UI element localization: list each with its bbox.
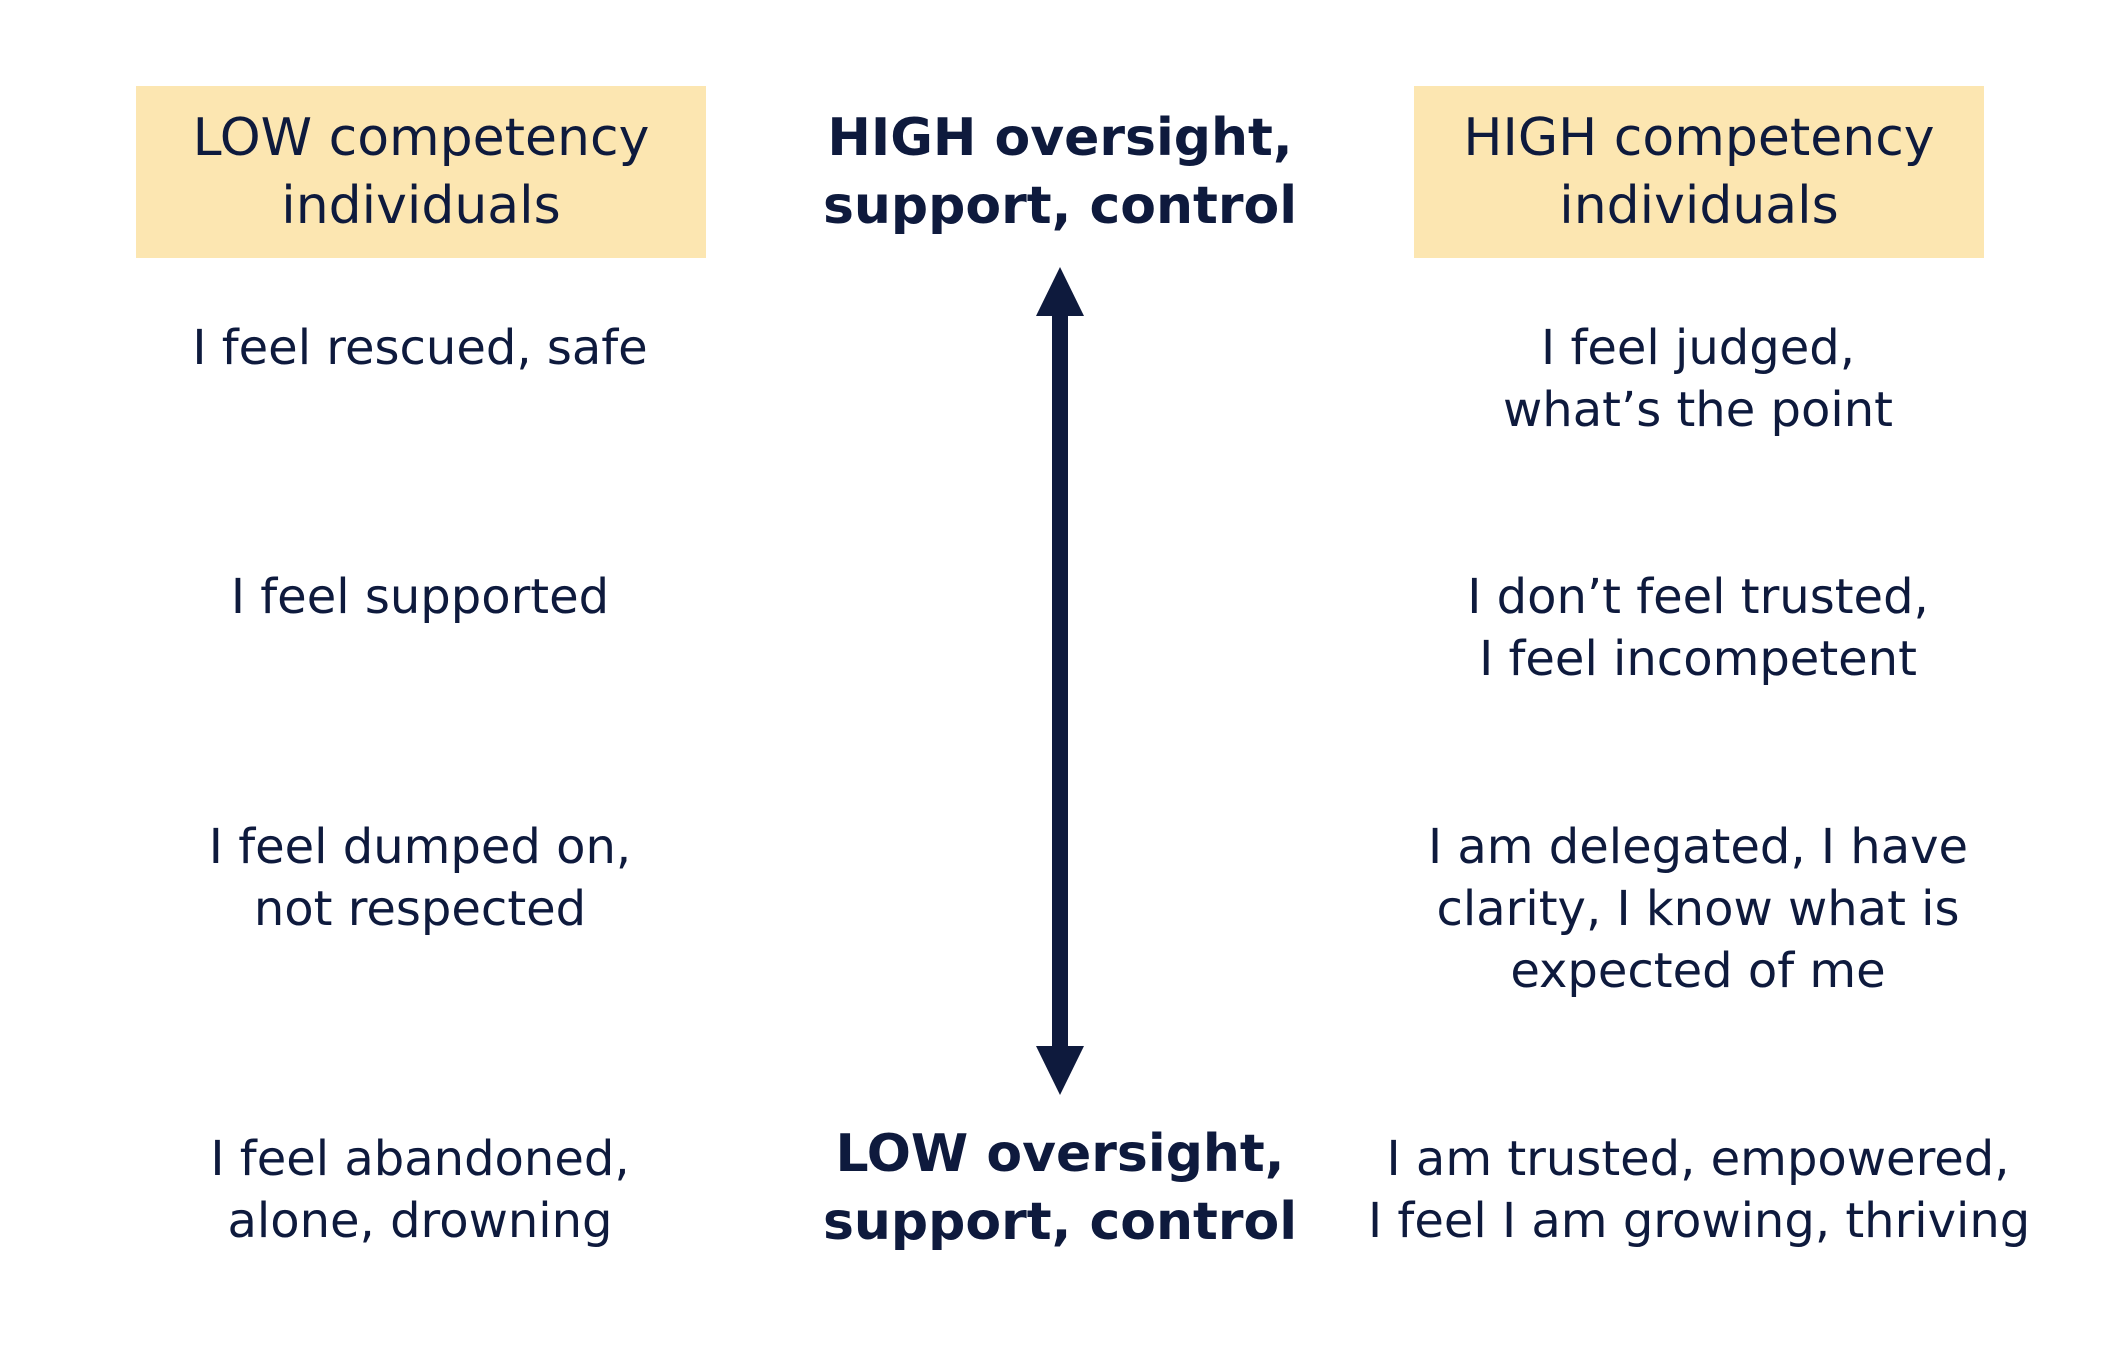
left-statement-1: I feel rescued, safe — [192, 320, 648, 376]
right-statement-2: I don’t feel trusted, I feel incompetent — [1467, 569, 1929, 687]
axis-label-high-oversight: HIGH oversight, support, control — [822, 108, 1298, 236]
header-low-competency-line2: individuals — [281, 176, 561, 236]
left-statement-2: I feel supported — [230, 569, 610, 625]
arrow-head-down — [1036, 1046, 1084, 1095]
double-arrow-icon — [1036, 267, 1084, 1095]
right-statement-1: I feel judged, what’s the point — [1503, 320, 1893, 438]
arrow-shaft — [1052, 312, 1068, 1050]
header-high-competency-bold: HIGH — [1463, 108, 1598, 168]
header-high-competency-rest: competency — [1597, 108, 1935, 168]
arrow-head-up — [1036, 267, 1084, 316]
header-low-competency-bold: LOW — [192, 108, 313, 168]
header-low-competency: LOW competency individuals — [136, 86, 706, 258]
header-high-competency-line2: individuals — [1559, 176, 1839, 236]
right-statement-4: I am trusted, empowered, I feel I am gro… — [1368, 1131, 2031, 1249]
right-statement-3: I am delegated, I have clarity, I know w… — [1427, 819, 1969, 999]
left-statement-4: I feel abandoned, alone, drowning — [210, 1131, 630, 1249]
left-statement-3: I feel dumped on, not respected — [208, 819, 632, 937]
header-high-competency: HIGH competency individuals — [1414, 86, 1984, 258]
header-low-competency-rest: competency — [312, 108, 650, 168]
axis-label-low-oversight: LOW oversight, support, control — [822, 1124, 1298, 1252]
